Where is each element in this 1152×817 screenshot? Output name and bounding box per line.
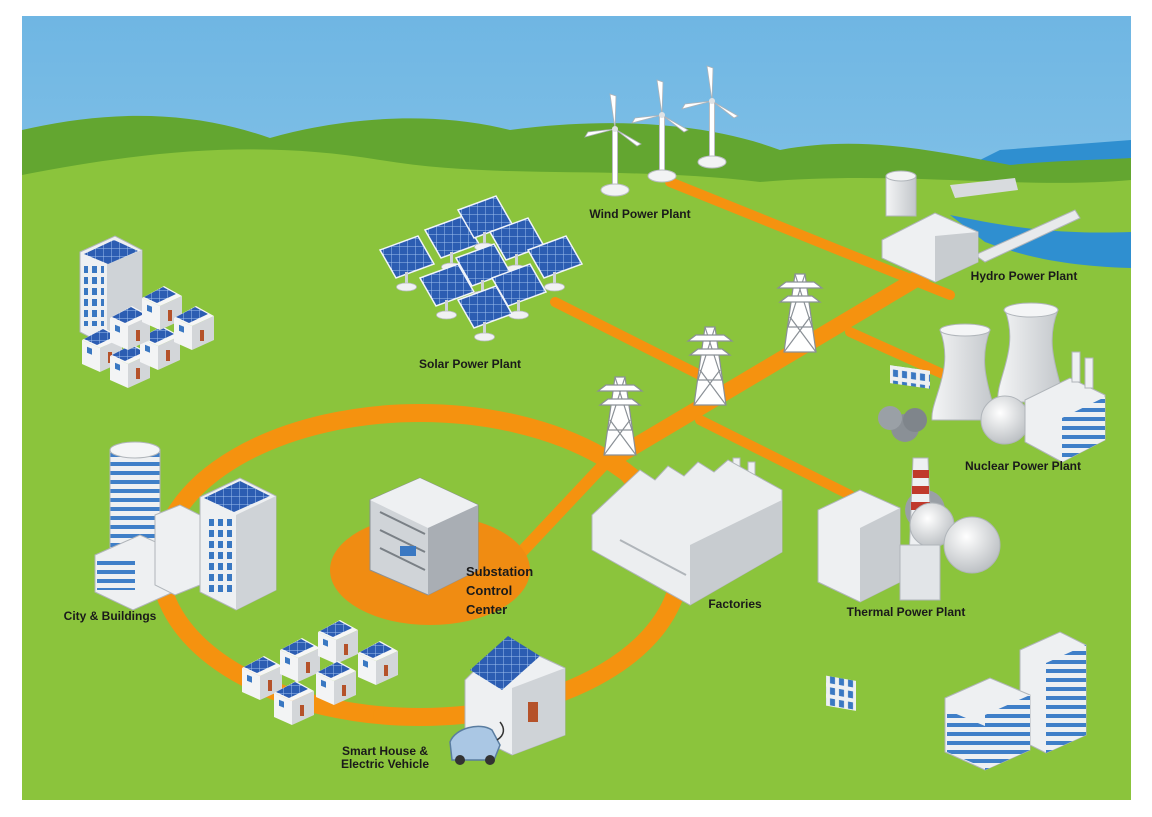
nuclear-plant <box>931 302 1106 463</box>
label-substation-line-3: Center <box>466 602 507 617</box>
label-nuclear-power-plant: Nuclear Power Plant <box>965 459 1081 473</box>
label-wind-power-plant: Wind Power Plant <box>589 207 690 221</box>
city-cluster-top <box>79 235 214 388</box>
label-factories: Factories <box>708 597 762 611</box>
label-substation-line-2: Control <box>466 583 512 598</box>
office-cluster <box>944 631 1087 771</box>
factories <box>591 457 783 606</box>
substation-building <box>369 477 479 596</box>
label-hydro-power-plant: Hydro Power Plant <box>971 269 1078 283</box>
hydro-plant <box>881 170 1081 389</box>
diagram-labels: Wind Power Plant Hydro Power Plant Solar… <box>64 207 1081 771</box>
label-solar-power-plant: Solar Power Plant <box>419 357 521 371</box>
label-city-buildings: City & Buildings <box>64 609 157 623</box>
smart-house-cluster <box>242 620 566 765</box>
label-smart-house-line-2: Electric Vehicle <box>341 757 429 771</box>
label-substation-line-1: Substation <box>466 564 533 579</box>
city-cluster <box>94 441 277 611</box>
thermal-plant <box>817 406 1001 711</box>
label-thermal-power-plant: Thermal Power Plant <box>847 605 966 619</box>
label-smart-house-line-1: Smart House & <box>342 744 428 758</box>
